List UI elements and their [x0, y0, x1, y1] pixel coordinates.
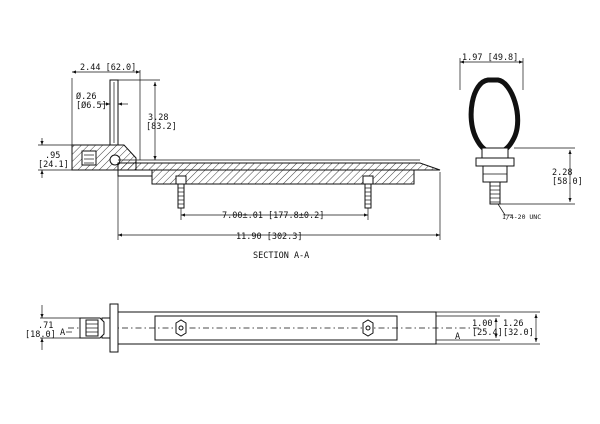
dim-095: .95 [45, 151, 60, 161]
dim-3-28-mm: [83.2] [146, 122, 177, 132]
dim-1-26-mm: [32.0] [503, 328, 534, 338]
dim-2-28: 2.28 [552, 168, 572, 178]
thread-callout: 1/4-20 UNC [502, 213, 541, 221]
dim-7-00: 7.00±.01 [177.8±0.2] [222, 211, 324, 221]
dim-1-00-mm: [25.4] [472, 328, 503, 338]
dim-dia-026: Ø.26 [76, 91, 96, 102]
dim-1-97: 1.97 [49.8] [462, 53, 518, 63]
section-title: SECTION A-A [253, 251, 309, 261]
section-marker-left: A [60, 328, 65, 338]
dim-2-28-mm: [58.0] [552, 177, 583, 187]
dim-095-mm: [24.1] [38, 160, 69, 170]
end-view: 1.97 [49.8] 2.28 [58.0] 1/4-20 UNC [459, 53, 583, 221]
section-marker-right: A [455, 332, 460, 342]
section-view: 2.44 [62.0] Ø.26 [Ø6.5] 3.28 [83.2] .95 … [38, 63, 441, 261]
dim-1-26: 1.26 [503, 319, 523, 329]
dim-dia-026-mm: [Ø6.5] [76, 100, 107, 111]
stud-left [175, 175, 187, 209]
dim-3-28: 3.28 [148, 113, 168, 123]
dim-071: .71 [38, 321, 53, 331]
lifting-ring [468, 77, 521, 155]
dim-2-44: 2.44 [62.0] [80, 63, 136, 73]
top-view: .71 [18.0] A 1.00 [25.4] 1.26 [32.0] A [25, 303, 540, 353]
dim-1-00: 1.00 [472, 319, 492, 329]
pin-knob [79, 317, 105, 339]
stud-right [362, 175, 374, 209]
dim-071-mm: [18.0] [25, 330, 56, 340]
main-rail [117, 162, 441, 171]
lower-track [151, 169, 415, 185]
dim-11-90: 11.90 [302.3] [236, 232, 303, 242]
